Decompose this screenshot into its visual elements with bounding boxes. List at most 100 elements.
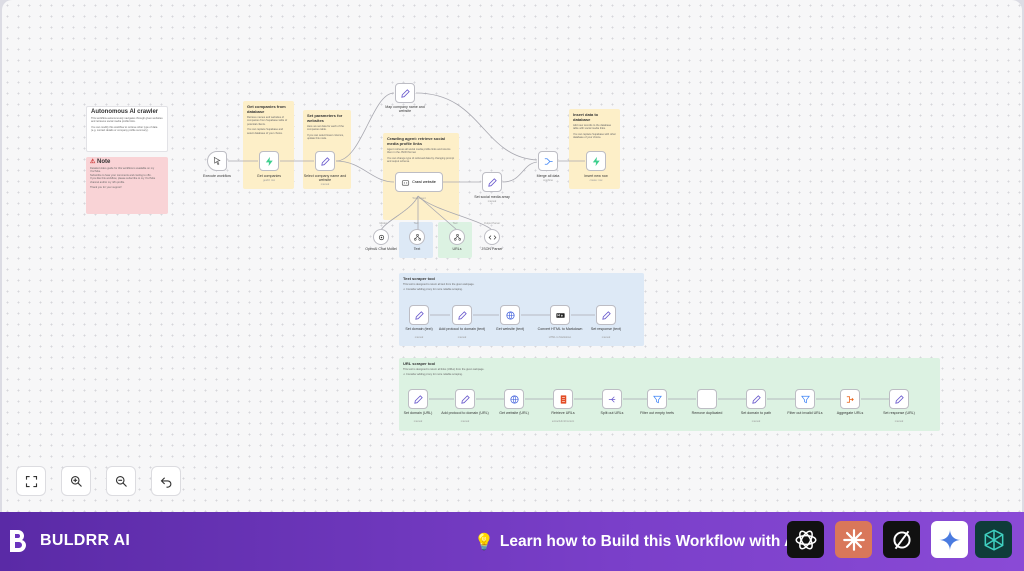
node-sub: getAll: row — [262, 179, 276, 182]
workflow-icon — [453, 233, 461, 241]
aggregate-icon — [846, 395, 854, 403]
node-label: Split out URLs — [600, 411, 624, 415]
url_tool-node-1[interactable] — [408, 389, 428, 409]
code-icon — [488, 234, 496, 240]
crawl-website-node[interactable]: Crawl website — [395, 172, 443, 192]
node-label: JSON Parser — [481, 247, 503, 251]
intro-body: This workflow autonomously navigates thr… — [91, 117, 163, 124]
zoom-out-button[interactable] — [106, 466, 136, 496]
text_tool-node-4[interactable] — [550, 305, 570, 325]
url_tool-node-4[interactable] — [553, 389, 573, 409]
merge-node[interactable] — [538, 151, 558, 171]
node-sub: Tools Agent — [412, 197, 426, 200]
node-sub: combine — [543, 179, 553, 182]
node-label: Set domain (URL) — [403, 411, 433, 415]
pencil-icon — [601, 310, 611, 320]
text_tool-node-1[interactable] — [409, 305, 429, 325]
node-sub: manual — [320, 183, 330, 186]
sub-tag: Model — [379, 222, 387, 225]
url_tool-node-8[interactable] — [746, 389, 766, 409]
openai-node[interactable] — [373, 229, 389, 245]
lightbulb-icon: 💡 — [474, 534, 494, 551]
node-label: Convert HTML to Markdown — [537, 327, 583, 331]
node-label: Execute workflow — [203, 174, 231, 178]
pencil-icon — [894, 394, 904, 404]
supabase-icon — [592, 156, 600, 166]
intro-sticky[interactable]: Autonomous AI crawler This workflow auto… — [86, 106, 168, 152]
sticky-body: This tool is designed to return all text… — [403, 283, 475, 286]
fit-view-button[interactable] — [16, 466, 46, 496]
note-line-1: Detailed video guide for this workflow i… — [90, 167, 155, 174]
node-label: Add protocol to domain (URL) — [441, 411, 489, 415]
url_tool-node-6[interactable] — [647, 389, 667, 409]
gemini-icon[interactable] — [931, 521, 968, 558]
remove-duplicates-icon — [702, 394, 713, 405]
sticky-insert-db[interactable]: Insert data to database Add new records … — [569, 109, 620, 189]
insert-row-node[interactable] — [586, 151, 606, 171]
zoom-in-button[interactable] — [61, 466, 91, 496]
undo-icon — [160, 476, 171, 488]
node-sub: HTML to Markdown — [548, 336, 572, 339]
node-sub: extractHtmlContent — [551, 420, 575, 423]
sticky-tip: ⚠ Consider adding proxy for more reliabl… — [403, 288, 463, 292]
node-label: Aggregate URLs — [836, 411, 864, 415]
sticky-title: URL scraper tool — [403, 361, 436, 366]
node-label: Set response (text) — [590, 327, 622, 331]
brand[interactable]: BULDRR AI — [8, 528, 130, 554]
set-social-node[interactable] — [482, 172, 502, 192]
url_tool-node-11[interactable] — [889, 389, 909, 409]
note-title: ⚠ Note — [90, 159, 111, 165]
get-companies-node[interactable] — [259, 151, 279, 171]
url_tool-node-5[interactable] — [602, 389, 622, 409]
text-tool-node[interactable] — [409, 229, 425, 245]
undo-button[interactable] — [151, 466, 181, 496]
ai-icon[interactable] — [975, 521, 1012, 558]
sticky-tip: You can change type of retrieved data by… — [387, 156, 455, 164]
pencil-icon — [400, 88, 410, 98]
text_tool-node-2[interactable] — [452, 305, 472, 325]
trigger-node[interactable] — [207, 151, 227, 171]
note-line-2: Subscribe to hear your comments and cool… — [90, 173, 152, 177]
url_tool-node-2[interactable] — [455, 389, 475, 409]
url_tool-node-7[interactable] — [697, 389, 717, 409]
sticky-tip: ⚠ Consider adding proxy for more reliabl… — [403, 373, 463, 377]
pencil-icon — [320, 156, 330, 166]
node-label: Map company name and website — [385, 105, 425, 114]
json-parser-node[interactable] — [484, 229, 500, 245]
sticky-title: Text scraper tool — [403, 276, 435, 281]
zoom-in-icon — [70, 475, 82, 487]
intro-title: Autonomous AI crawler — [91, 109, 159, 115]
workflow-icon — [413, 233, 421, 241]
sticky-title: Insert data to database — [573, 112, 599, 122]
node-sub: manual — [413, 420, 423, 423]
node-sub: manual — [601, 336, 611, 339]
url_tool-node-10[interactable] — [840, 389, 860, 409]
sticky-get-companies[interactable]: Get companies from database Retrieve nam… — [243, 101, 294, 189]
node-sub: manual — [751, 420, 761, 423]
perplexity-icon[interactable] — [883, 521, 920, 558]
map-company-node[interactable] — [395, 83, 415, 103]
claude-icon[interactable] — [835, 521, 872, 558]
openai-icon — [378, 234, 384, 240]
pencil-icon — [460, 394, 470, 404]
url_tool-node-9[interactable] — [795, 389, 815, 409]
sticky-body: Here we set data for each of the compani… — [307, 125, 344, 132]
urls-tool-node[interactable] — [449, 229, 465, 245]
supabase-icon — [265, 156, 273, 166]
select-company-node[interactable] — [315, 151, 335, 171]
chatgpt-icon[interactable] — [787, 521, 824, 558]
node-label: Get companies — [256, 174, 282, 178]
sub-tag: Tool — [413, 222, 419, 225]
workflow-canvas[interactable]: Autonomous AI crawler This workflow auto… — [2, 0, 1022, 512]
text_tool-node-5[interactable] — [596, 305, 616, 325]
url_tool-node-3[interactable] — [504, 389, 524, 409]
node-label: Crawl website — [412, 180, 436, 184]
node-label: Set domain (text) — [405, 327, 433, 331]
globe-icon — [505, 310, 515, 320]
node-label: Set social media array — [474, 195, 510, 199]
sticky-set-params[interactable]: Set parameters for websites Here we set … — [303, 110, 351, 189]
node-sub: create: row — [589, 179, 603, 182]
node-label: Get website (URL) — [499, 411, 529, 415]
note-sticky[interactable]: ⚠ Note Detailed video guide for this wor… — [86, 157, 168, 214]
text_tool-node-3[interactable] — [500, 305, 520, 325]
